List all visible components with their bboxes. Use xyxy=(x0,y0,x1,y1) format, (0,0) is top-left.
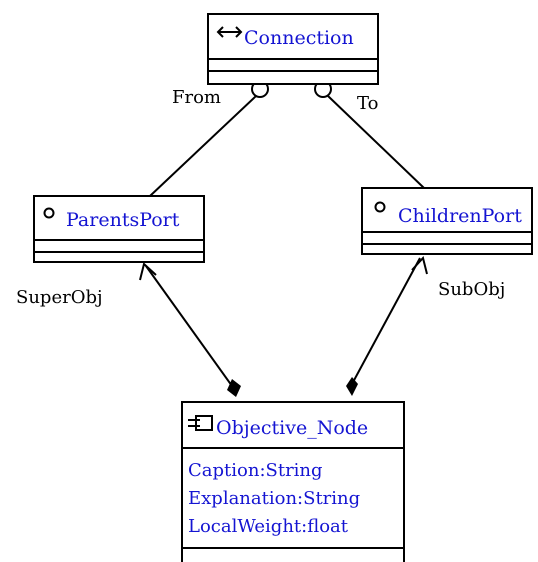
attribute-localweight: LocalWeight:float xyxy=(188,516,349,537)
edge-superobj[interactable] xyxy=(145,265,233,387)
port-circle-icon xyxy=(374,201,386,213)
superobj-diamond xyxy=(227,379,241,397)
to-label: To xyxy=(357,93,378,114)
attribute-explanation: Explanation:String xyxy=(188,488,360,509)
port-circle-icon xyxy=(43,207,55,219)
connection-node[interactable]: Connection xyxy=(207,13,379,85)
edge-to[interactable] xyxy=(327,95,425,189)
from-label: From xyxy=(172,87,221,108)
subobj-label: SubObj xyxy=(438,279,505,300)
objective-node[interactable]: Objective_Node Caption:String Explanatio… xyxy=(181,401,405,562)
edge-subobj[interactable] xyxy=(351,257,421,385)
parents-port-node[interactable]: ParentsPort xyxy=(33,195,205,263)
subobj-arrowhead xyxy=(411,255,428,275)
connection-name: Connection xyxy=(244,27,354,49)
attribute-caption: Caption:String xyxy=(188,460,323,481)
children-port-name: ChildrenPort xyxy=(398,205,522,227)
children-port-node[interactable]: ChildrenPort xyxy=(361,187,533,255)
component-icon xyxy=(188,415,213,431)
subobj-diamond xyxy=(346,377,358,396)
bidirectional-arrow-icon xyxy=(216,26,243,38)
parents-port-name: ParentsPort xyxy=(66,209,180,231)
superobj-label: SuperObj xyxy=(16,287,103,308)
superobj-arrowhead xyxy=(139,262,157,281)
edge-from[interactable] xyxy=(149,95,257,197)
objective-node-name: Objective_Node xyxy=(216,417,368,439)
